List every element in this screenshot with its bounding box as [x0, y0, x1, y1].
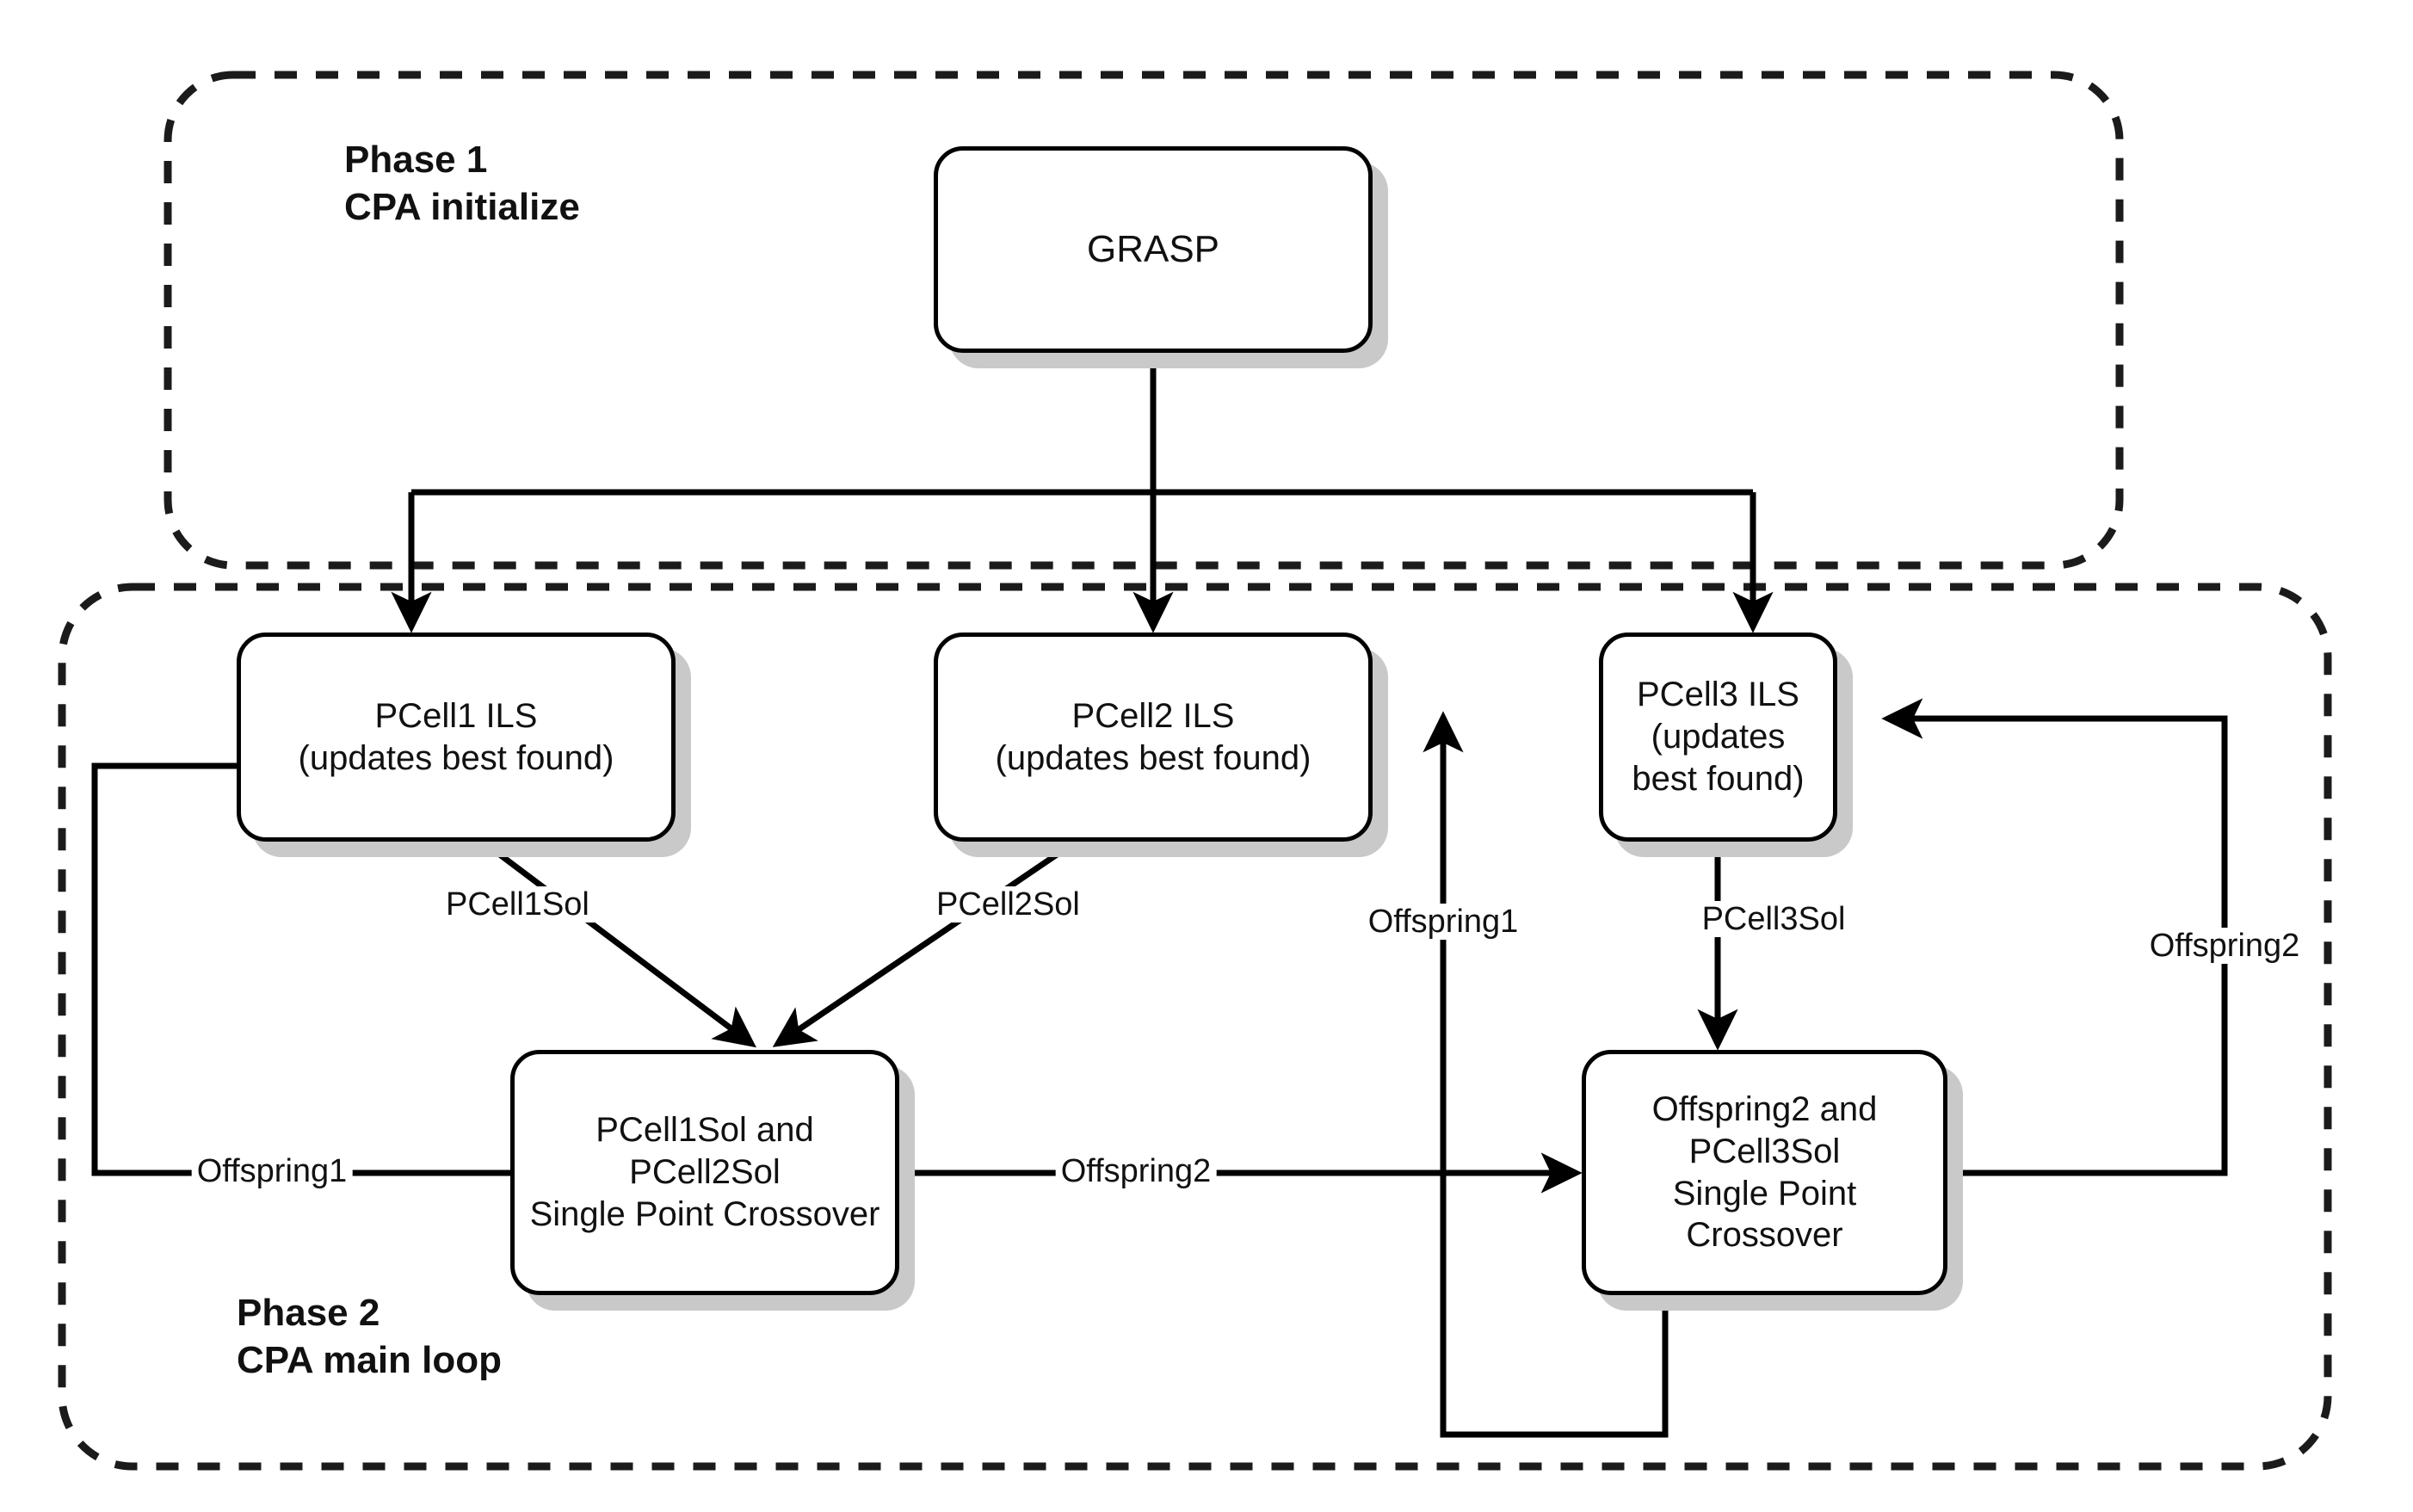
- edge-label-pcell3sol: PCell3Sol: [1696, 901, 1851, 937]
- node-crossover1-label: PCell1Sol and PCell2Sol Single Point Cro…: [529, 1111, 880, 1233]
- node-pcell1-ils[interactable]: PCell1 ILS (updates best found): [237, 633, 676, 842]
- node-grasp-label: GRASP: [1086, 228, 1220, 271]
- edge-label-offspring2-mid: Offspring2: [1055, 1153, 1217, 1189]
- node-pcell3-ils-label: PCell3 ILS (updates best found): [1632, 676, 1805, 798]
- edge-pcell2-to-crossover1: [772, 845, 1069, 1047]
- phase2-label: Phase 2 CPA main loop: [237, 1292, 502, 1381]
- edge-label-offspring2-return: Offspring2: [2144, 928, 2305, 964]
- node-pcell3-ils[interactable]: PCell3 ILS (updates best found): [1599, 633, 1837, 842]
- edge-crossover2-to-pcell2: [1422, 711, 1669, 1438]
- edge-label-pcell1sol: PCell1Sol: [441, 886, 595, 923]
- node-crossover2[interactable]: Offspring2 and PCell3Sol Single Point Cr…: [1582, 1050, 1947, 1295]
- edge-label-offspring1-return: Offspring1: [191, 1153, 353, 1189]
- node-grasp[interactable]: GRASP: [934, 146, 1373, 353]
- phase1-label: Phase 1 CPA initialize: [344, 139, 580, 228]
- node-crossover1[interactable]: PCell1Sol and PCell2Sol Single Point Cro…: [510, 1050, 899, 1295]
- node-crossover2-label: Offspring2 and PCell3Sol Single Point Cr…: [1651, 1089, 1878, 1255]
- edge-label-pcell2sol: PCell2Sol: [931, 886, 1085, 923]
- node-pcell1-ils-label: PCell1 ILS (updates best found): [298, 696, 614, 777]
- node-pcell2-ils-label: PCell2 ILS (updates best found): [995, 696, 1311, 777]
- phase1-container: [164, 71, 2124, 570]
- edge-label-offspring1-loop: Offspring1: [1362, 904, 1524, 940]
- phase2-container: [58, 583, 2332, 1471]
- edge-pcell1-to-crossover1: [488, 845, 756, 1048]
- node-pcell2-ils[interactable]: PCell2 ILS (updates best found): [934, 633, 1373, 842]
